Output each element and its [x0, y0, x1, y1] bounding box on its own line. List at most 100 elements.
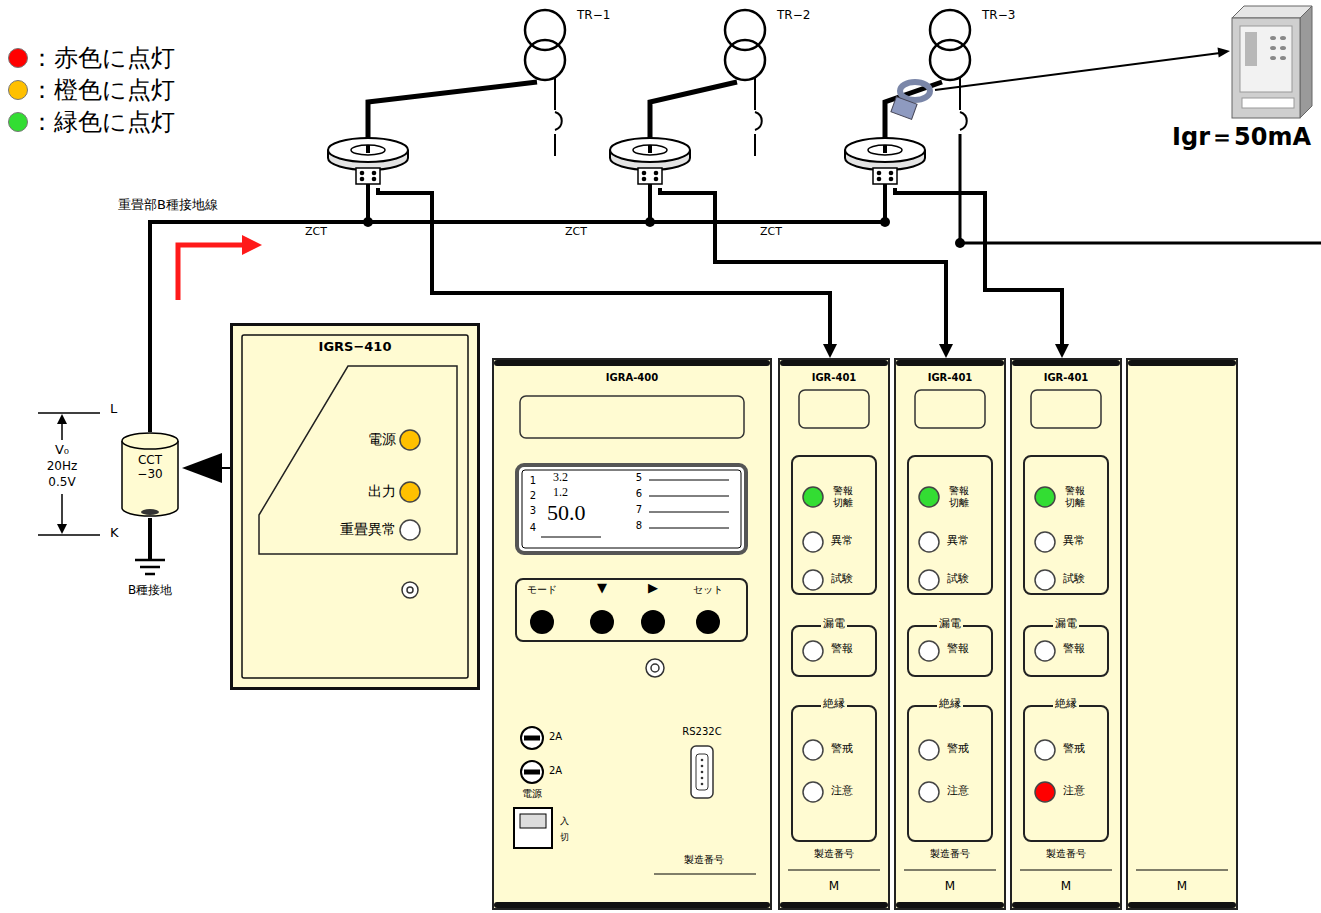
terminal-screw [654, 171, 659, 176]
adjust-knob [651, 664, 659, 672]
indicator-lamp [919, 782, 939, 802]
breaker-symbol [755, 78, 762, 156]
leak-group: 漏電警報 [907, 625, 993, 677]
terminal-screw [372, 171, 377, 176]
node-text: M [945, 880, 955, 894]
ground-conductor [885, 82, 942, 138]
node-text: 警戒 [947, 743, 969, 756]
node-text: 8 [636, 520, 642, 532]
node-text: CCT −30 [130, 454, 170, 482]
node-text: 漏電 [1053, 618, 1079, 631]
node-text: IGR-401 [1044, 372, 1089, 384]
zct-core [328, 138, 408, 162]
serial-pin [701, 783, 704, 786]
node-text: 4 [530, 522, 536, 534]
screen-frame [522, 470, 741, 548]
zct-core [610, 138, 690, 162]
adjust-knob [646, 659, 664, 677]
legend-text: ：橙色に点灯 [30, 76, 175, 104]
junction-dot [955, 238, 965, 248]
blank-window [520, 396, 744, 438]
terminal-screw [360, 177, 365, 182]
zct-sensor-drawing [843, 136, 927, 188]
cap-bar [896, 902, 1004, 908]
cap-bar [1012, 360, 1120, 366]
node-text: 警戒 [1063, 743, 1085, 756]
node-text: ZCT [760, 226, 782, 239]
node-text: ZCT [305, 226, 327, 239]
indicator-lamp [400, 430, 420, 450]
terminal-box [638, 168, 662, 184]
terminal-box [873, 168, 897, 184]
legend-swatch [8, 80, 28, 100]
node-text: TR−2 [777, 9, 810, 23]
arrow-head [182, 453, 222, 483]
zct-core [845, 138, 925, 162]
push-button [696, 610, 720, 634]
power-switch [514, 808, 552, 848]
voltage-indicator [38, 413, 100, 535]
indicator-lamp [1035, 641, 1055, 661]
insulation-group: 絶縁警戒注意 [907, 705, 993, 842]
legend-text: ：赤色に点灯 [30, 44, 175, 72]
node-text: 絶縁 [1053, 698, 1079, 711]
empty-slot-drawing [1128, 360, 1236, 908]
zct-sensor: ZCT [843, 136, 927, 188]
annotation-label: B種接地 [128, 584, 172, 598]
node-text: M [1061, 880, 1071, 894]
node-text: 2 [530, 490, 536, 502]
node-text: 7 [636, 504, 642, 516]
ground-symbol [135, 560, 165, 574]
node-text: 警報 切離 [947, 485, 971, 508]
node-text: 漏電 [937, 618, 963, 631]
breaker-symbol [555, 78, 562, 156]
leak-meter [1280, 36, 1286, 40]
transformer-drawing [926, 6, 974, 82]
indicator-lamp [803, 532, 823, 552]
ground-wire [648, 180, 652, 222]
indicator-lamp [803, 782, 823, 802]
status-group: 警報 切離異常試験 [791, 455, 877, 595]
node-text: 絶縁 [821, 698, 847, 711]
leak-meter [1280, 56, 1286, 60]
arrow-head [939, 344, 953, 358]
node-text: 電源 [522, 788, 542, 800]
connector-line [368, 82, 537, 138]
fuse-holder [521, 727, 543, 749]
serial-pin [701, 771, 704, 774]
empty-row-line [649, 496, 729, 497]
push-button [530, 610, 554, 634]
blank-window [799, 390, 869, 428]
node-text: IGR-401 [928, 372, 973, 384]
indicator-lamp [919, 570, 939, 590]
node-text: 警報 [947, 643, 969, 656]
annotation-label: 0.5V [48, 476, 75, 490]
annotation-label: 重畳部B種接地線 [118, 198, 218, 213]
node-text: M [829, 880, 839, 894]
leak-group: 漏電警報 [1023, 625, 1109, 677]
adjust-knob [407, 587, 413, 593]
indicator-lamp [1035, 570, 1055, 590]
cct-body [122, 441, 178, 516]
zct-sensor-drawing [608, 136, 692, 188]
node-text: ZCT [565, 226, 587, 239]
zct-sensor: ZCT [608, 136, 692, 188]
node-text: 切 [560, 832, 569, 842]
node-text: 警報 切離 [1063, 485, 1087, 508]
serial-line [904, 870, 996, 871]
panel-outline [259, 366, 457, 554]
node-text: 3 [530, 505, 536, 517]
ground-wire [366, 180, 370, 222]
zct-hole [633, 145, 667, 155]
node-text: 製造番号 [684, 854, 724, 866]
terminal-screw [360, 171, 365, 176]
node-text: TR−3 [982, 9, 1015, 23]
arrow-head [1055, 344, 1069, 358]
cap-bar [780, 902, 888, 908]
transformer-coil [525, 10, 565, 50]
current-direction-arrow [178, 235, 262, 300]
transformer-coil [725, 40, 765, 80]
measure-arrow [935, 53, 1220, 90]
cap-bar [896, 360, 1004, 366]
